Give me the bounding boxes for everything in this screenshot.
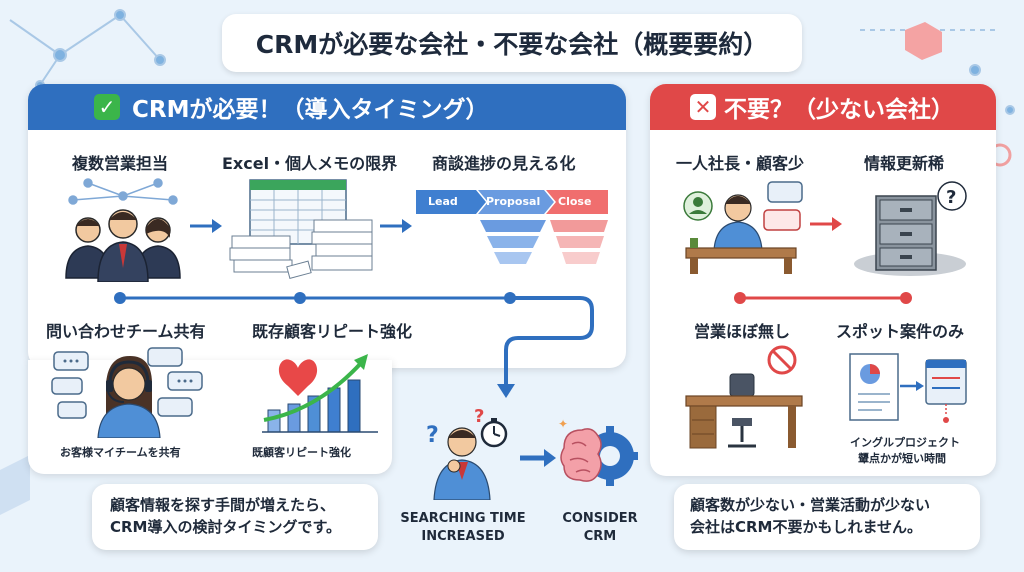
check-icon: ✓ — [94, 94, 120, 120]
sublabel-single-project: イングルプロジェクト — [850, 436, 960, 449]
sublabel-team-share: お客様マイチームを共有 — [60, 446, 181, 459]
svg-text:✦: ✦ — [558, 417, 568, 431]
empty-desk-icon — [685, 345, 803, 449]
support-agent-icon — [51, 347, 203, 438]
sales-team-icon — [65, 178, 181, 282]
page-title: CRMが必要な会社・不要な会社（概要要約） — [222, 14, 802, 72]
caption-searching-time: SEARCHING TIME INCREASED — [398, 510, 528, 546]
brain-gear-icon: ✦ — [558, 417, 638, 486]
funnel-stage-close: Close — [558, 195, 592, 208]
svg-text:?: ? — [946, 187, 956, 208]
callout-line-2: CRM導入の検討タイミングです。 — [110, 518, 341, 536]
caption-consider-line-2: CRM — [583, 529, 617, 544]
arrow-right-icon — [520, 449, 556, 467]
crm-needed-callout: 顧客情報を探す手間が増えたら、 CRM導入の検討タイミングです。 — [92, 484, 378, 550]
item-no-sales: 営業ほぼ無し — [694, 322, 791, 341]
sublabel-repeat: 既顧客リピート強化 — [252, 446, 351, 459]
item-excel-limit: Excel・個人メモの限界 — [222, 154, 398, 173]
down-arrow-icon — [497, 384, 515, 398]
x-icon: ✕ — [690, 94, 716, 120]
crm-needed-header: ✓ CRMが必要！（導入タイミング） — [28, 84, 626, 130]
item-rare-updates: 情報更新稀 — [864, 154, 945, 173]
caption-consider-line-1: CONSIDER — [562, 511, 638, 526]
paper-stack-icon — [229, 179, 373, 279]
caption-consider-crm: CONSIDER CRM — [545, 510, 655, 546]
item-deal-visibility: 商談進捗の見える化 — [432, 154, 576, 173]
crm-unneeded-callout: 顧客数が少ない・営業活動が少ない 会社はCRM不要かもしれません。 — [674, 484, 980, 550]
crm-unneeded-header: ✕ 不要？（少ない会社） — [650, 84, 996, 130]
funnel-stage-lead: Lead — [428, 195, 458, 208]
filing-cabinet-icon: ? — [854, 181, 967, 276]
flow-connector — [114, 292, 594, 384]
sublabel-short-time: 顰点かが短い時間 — [858, 452, 946, 465]
arrow-right-icon — [380, 219, 412, 233]
document-icon — [849, 353, 967, 423]
crm-needed-header-text: CRMが必要！（導入タイミング） — [132, 97, 489, 123]
svg-text:?: ? — [426, 423, 439, 448]
item-spot-projects: スポット案件のみ — [836, 322, 965, 341]
arrow-right-icon — [810, 217, 842, 231]
caption-searching-line-2: INCREASED — [421, 529, 505, 544]
item-multiple-sales: 複数営業担当 — [72, 154, 169, 173]
right-timeline — [734, 292, 912, 304]
sales-funnel-icon — [416, 190, 608, 264]
growth-chart-icon — [262, 354, 378, 433]
callout-line-1: 顧客情報を探す手間が増えたら、 — [110, 496, 336, 514]
callout-line-2: 会社はCRM不要かもしれません。 — [690, 518, 923, 536]
item-inquiry-sharing: 問い合わせチーム共有 — [46, 322, 206, 341]
thinking-person-icon: ? ? — [426, 406, 508, 500]
item-solo-owner: 一人社長・顧客少 — [676, 154, 805, 173]
svg-text:?: ? — [474, 406, 484, 427]
solo-owner-icon — [683, 181, 803, 274]
item-repeat-customers: 既存顧客リピート強化 — [252, 322, 413, 341]
crm-unneeded-header-text: 不要？（少ない会社） — [724, 97, 954, 123]
funnel-stage-proposal: Proposal — [486, 195, 541, 208]
callout-line-1: 顧客数が少ない・営業活動が少ない — [690, 496, 931, 514]
caption-searching-line-1: SEARCHING TIME — [400, 511, 526, 526]
arrow-right-icon — [190, 219, 222, 233]
